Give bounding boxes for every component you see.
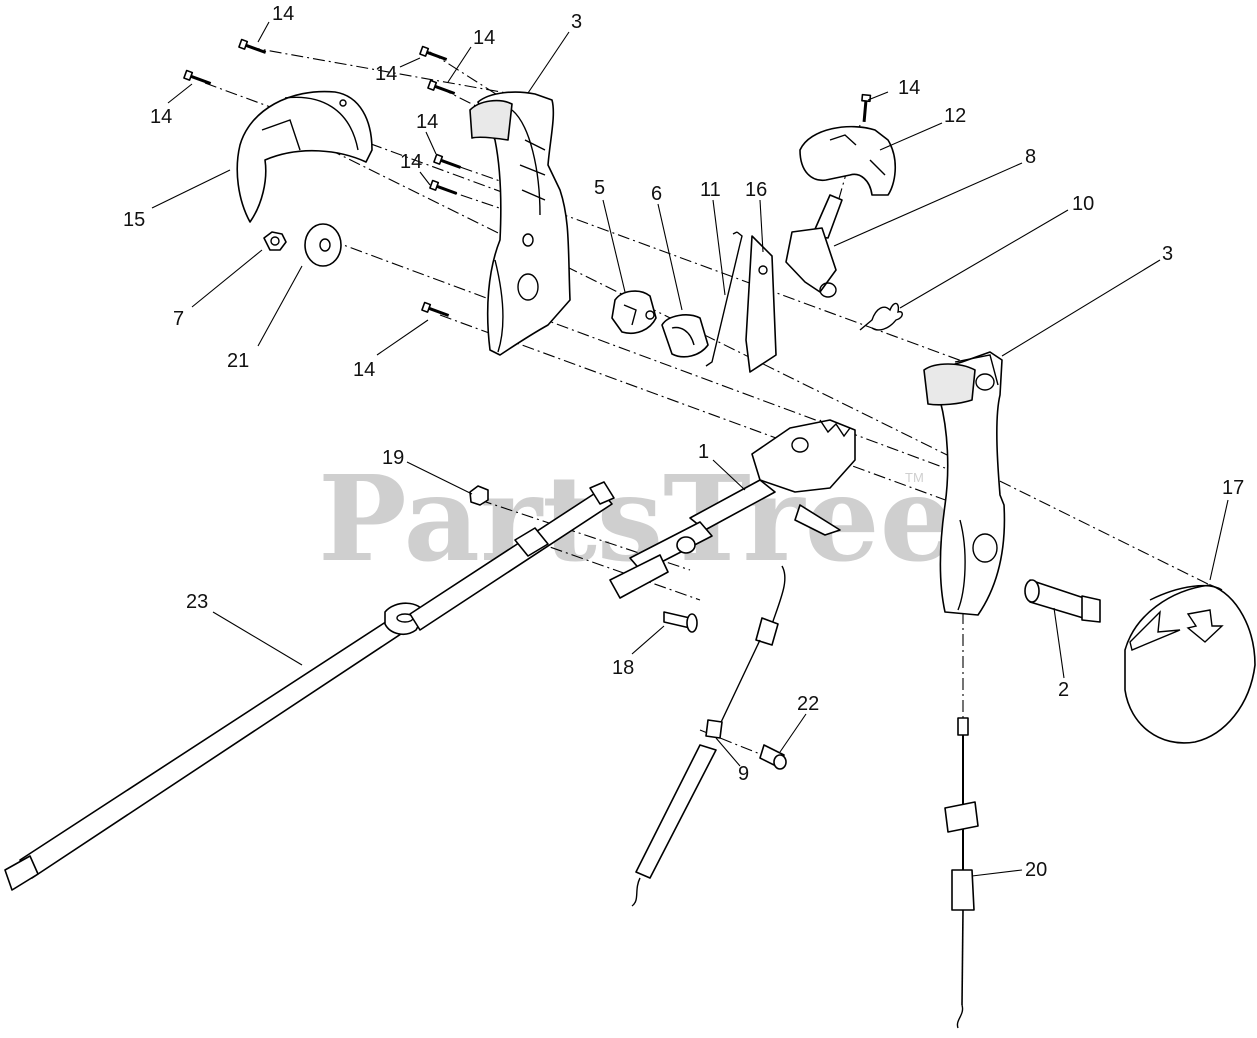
callout-14: 14 xyxy=(353,359,375,381)
callout-16: 16 xyxy=(745,179,767,201)
part-1-shaft-assembly xyxy=(609,419,856,599)
callout-14: 14 xyxy=(150,106,172,128)
callout-2: 2 xyxy=(1058,679,1069,701)
part-11-rod xyxy=(705,231,743,367)
part-21-washer xyxy=(304,223,342,267)
part-19-nut xyxy=(469,485,489,506)
callout-10: 10 xyxy=(1072,193,1094,215)
callout-14: 14 xyxy=(416,111,438,133)
callout-14: 14 xyxy=(400,151,422,173)
callout-9: 9 xyxy=(738,763,749,785)
callout-14: 14 xyxy=(898,77,920,99)
part-12-knob xyxy=(799,125,896,196)
part-17-right-cover xyxy=(1124,584,1256,744)
part-2-bolt xyxy=(1024,579,1101,623)
callout-15: 15 xyxy=(123,209,145,231)
part-7-nut xyxy=(263,231,287,251)
part-20-cable xyxy=(944,717,979,1029)
callout-21: 21 xyxy=(227,350,249,372)
part-16-plate xyxy=(745,235,777,373)
callout-14: 14 xyxy=(272,3,294,25)
part-6-bushing xyxy=(661,314,709,358)
callout-14: 14 xyxy=(473,27,495,49)
callout-1: 1 xyxy=(698,441,709,463)
part-15-left-cover xyxy=(236,90,373,223)
callout-19: 19 xyxy=(382,447,404,469)
callout-6: 6 xyxy=(651,183,662,205)
leader-lines xyxy=(151,21,1229,877)
callout-3: 3 xyxy=(1162,243,1173,265)
callout-18: 18 xyxy=(612,657,634,679)
part-3-left-bracket xyxy=(469,91,571,356)
callout-5: 5 xyxy=(594,177,605,199)
part-9-cable xyxy=(631,565,786,907)
part-22-screw xyxy=(759,744,787,770)
callout-3: 3 xyxy=(571,11,582,33)
part-18-pin xyxy=(663,611,698,633)
callout-7: 7 xyxy=(173,308,184,330)
callout-8: 8 xyxy=(1025,146,1036,168)
callout-14: 14 xyxy=(375,63,397,85)
part-3-right-bracket xyxy=(923,351,1006,616)
part-23-long-rod xyxy=(4,481,615,891)
callout-22: 22 xyxy=(797,693,819,715)
callout-20: 20 xyxy=(1025,859,1047,881)
callout-17: 17 xyxy=(1222,477,1244,499)
part-10-spring xyxy=(859,302,903,331)
callout-labels: 14 14 14 14 14 14 14 14 3 3 15 7 21 5 6 … xyxy=(123,3,1244,881)
callout-12: 12 xyxy=(944,105,966,127)
callout-11: 11 xyxy=(700,179,721,201)
callout-23: 23 xyxy=(186,591,208,613)
part-14-screws xyxy=(183,38,872,317)
part-8-lever xyxy=(785,194,843,298)
part-5-clip xyxy=(611,290,657,334)
watermark-trademark: TM xyxy=(905,470,924,485)
